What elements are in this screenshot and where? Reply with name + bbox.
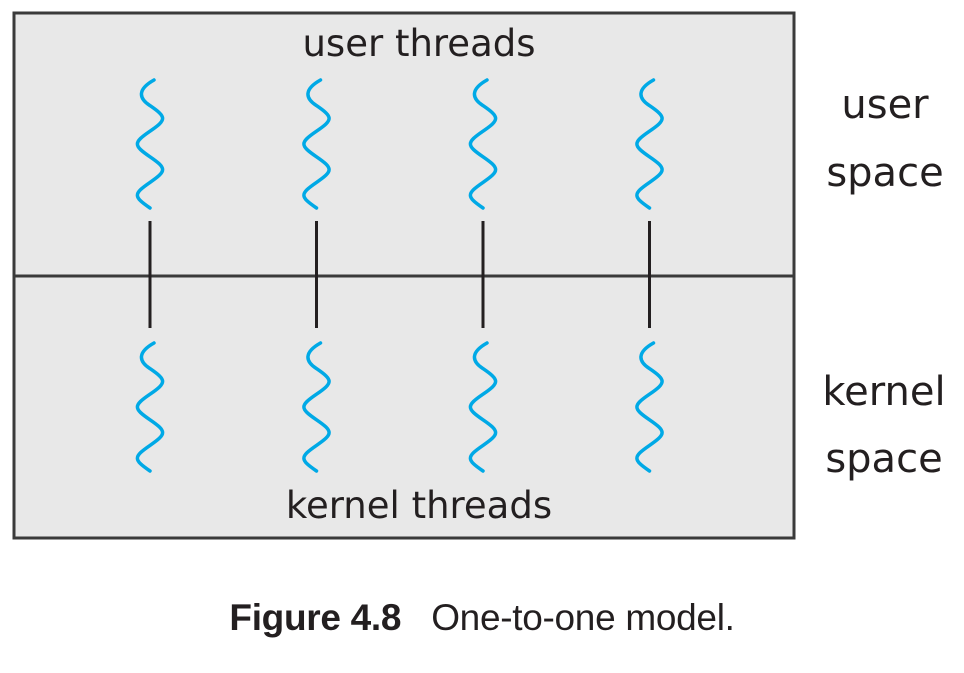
- kernel-thread-icon: [302, 341, 331, 473]
- user-threads-label: user threads: [302, 22, 535, 65]
- kernel-thread-icon: [135, 341, 165, 473]
- user-thread-icon: [635, 78, 664, 210]
- figure-caption-text: One-to-one model.: [431, 597, 735, 638]
- user-thread-icon: [135, 78, 165, 210]
- figure-number: Figure 4.8: [229, 597, 402, 638]
- user-space-label-line1: user: [841, 82, 929, 128]
- user-thread-icon: [302, 78, 331, 210]
- user-thread-icon: [468, 78, 498, 210]
- thread-pairs: [135, 78, 664, 473]
- kernel-thread-icon: [635, 341, 664, 473]
- user-space-label-line2: space: [826, 150, 943, 196]
- kernel-thread-icon: [468, 341, 498, 473]
- figure-caption: Figure 4.8 One-to-one model.: [0, 597, 964, 639]
- kernel-threads-label: kernel threads: [286, 484, 552, 527]
- kernel-space-label-line1: kernel: [822, 369, 945, 415]
- kernel-space-label-line2: space: [825, 436, 942, 482]
